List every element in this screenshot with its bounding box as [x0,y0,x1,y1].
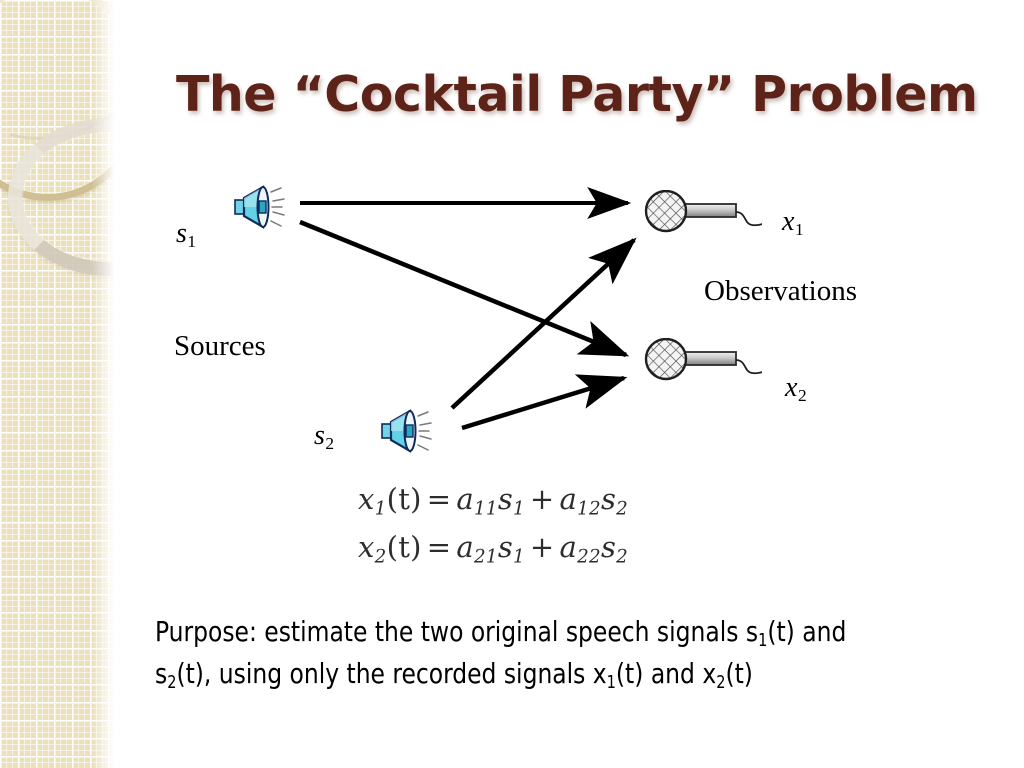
eq1-term2-var-sub: 2 [616,498,629,520]
source-1-symbol: s [176,218,187,249]
eq1-term1-coef: a [456,482,474,516]
purpose-line2-subscript-3: 2 [716,673,726,694]
eq2-term2-coef: a [559,530,578,565]
observation-1-symbol: x [782,206,795,237]
eq2-term1-coef-sub: 21 [473,546,498,568]
purpose-line-2: s2(t), using only the recorded signals x… [155,654,927,696]
eq2-plus: + [529,530,555,565]
eq1-term2-var: s [600,482,617,516]
microphone-icon [644,338,762,381]
eq2-term1-var: s [497,530,513,565]
eq2-term2-var-sub: 2 [616,546,629,568]
source-2-subscript: 2 [325,433,335,453]
purpose-line1-text-b: (t) and [767,615,847,648]
eq1-equals: = [426,482,452,516]
source-1-label: s1 [176,218,196,252]
eq1-term2-coef: a [559,482,578,516]
purpose-line2-text-b: (t), using only the recorded signals x [176,656,607,690]
source-1-subscript: 1 [187,231,197,251]
arrow-s2-to-x2 [461,374,628,431]
purpose-line-1: Purpose: estimate the two original speec… [155,612,927,654]
observation-2-symbol: x [785,372,798,403]
sources-group-label: Sources [174,330,266,362]
eq1-term1-var: s [497,482,513,516]
decorative-left-border [0,0,118,768]
purpose-line2-text-c: (t) and x [615,656,717,690]
eq2-equals: = [426,530,452,565]
eq1-lhs-sub: 1 [374,498,387,520]
eq2-term1-var-sub: 1 [513,546,525,568]
eq2-lhs-var: x [358,530,375,565]
arrow-s1-to-x2 [299,219,630,358]
equation-x2: x2(t)=a21s1+a22s2 [358,524,628,572]
microphone-icon [644,190,762,233]
purpose-text: Purpose: estimate the two original speec… [155,612,927,696]
observation-2-subscript: 2 [797,385,807,405]
eq1-term2-coef-sub: 12 [577,498,601,520]
purpose-line2-subscript-1: 2 [167,673,177,694]
eq1-lhs-var: x [358,482,375,516]
purpose-line1-subscript: 1 [758,631,768,652]
eq2-term2-coef-sub: 22 [577,546,601,568]
eq2-lhs-sub: 2 [374,546,387,568]
eq2-arg: (t) [386,530,422,565]
mixing-equations: x1(t)=a11s1+a12s2 x2(t)=a21s1+a22s2 [358,476,628,572]
purpose-line2-text-d: (t) [725,656,753,690]
observations-group-label: Observations [704,275,858,307]
purpose-line1-text-a: Purpose: estimate the two original speec… [155,615,759,648]
speaker-icon [234,185,285,229]
source-2-label: s2 [314,420,334,454]
observation-1-subscript: 1 [794,219,804,239]
border-fade-edge [92,0,118,768]
purpose-line2-subscript-2: 1 [606,673,616,694]
observation-2-label: x2 [785,372,807,406]
eq1-arg: (t) [386,482,422,516]
observation-1-label: x1 [782,206,804,240]
purpose-line2-text-a: s [155,656,168,690]
eq1-term1-var-sub: 1 [513,498,525,520]
eq2-term1-coef: a [456,530,474,565]
eq1-plus: + [529,482,555,516]
source-2-symbol: s [314,420,325,451]
arrow-s2-to-x1 [450,237,637,410]
speaker-icon [381,409,432,453]
eq1-term1-coef-sub: 11 [473,498,498,520]
page-title: The “Cocktail Party” Problem [176,66,978,123]
eq2-term2-var: s [600,530,617,565]
equation-x1: x1(t)=a11s1+a12s2 [358,476,628,524]
